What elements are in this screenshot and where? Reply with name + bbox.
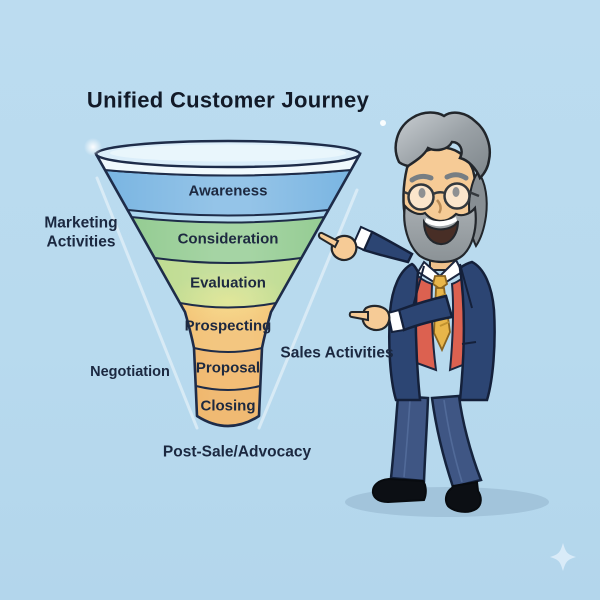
rim-sparkle-icon xyxy=(84,138,102,156)
character-shoes xyxy=(371,477,482,513)
funnel-stage-label-consideration: Consideration xyxy=(177,230,279,248)
character-eyebrows xyxy=(409,172,469,183)
dot-sparkle-icon xyxy=(380,120,386,126)
light-rays xyxy=(95,176,359,430)
character-hair xyxy=(394,111,491,181)
character-legs xyxy=(389,394,483,489)
character-head xyxy=(394,111,491,264)
star-sparkle-icon xyxy=(550,543,576,571)
character-pant-creases xyxy=(403,399,463,483)
funnel-opening-highlight xyxy=(110,144,346,162)
character-upper-finger xyxy=(317,231,340,249)
page-title: Unified Customer Journey xyxy=(86,87,370,113)
funnel-stage-label-proposal: Proposal xyxy=(195,359,261,377)
negotiation-label: Negotiation xyxy=(90,363,170,380)
funnel-outline xyxy=(94,153,362,428)
character-lower-finger xyxy=(348,311,369,322)
character-mouth xyxy=(422,218,459,246)
character-lower-arm xyxy=(348,294,454,334)
character-nose xyxy=(436,199,442,214)
character-lapels xyxy=(411,263,477,345)
post-sale-advocacy-label: Post-Sale/Advocacy xyxy=(162,443,312,461)
character-illustration xyxy=(317,111,549,517)
sales-activities-label: Sales Activities xyxy=(280,344,394,362)
marketing-activities-label: Marketing Activities xyxy=(44,214,118,251)
character-upper-arm xyxy=(317,225,414,264)
glasses-icon xyxy=(403,182,480,211)
funnel-stage-label-awareness: Awareness xyxy=(188,182,268,200)
funnel-stage-label-evaluation: Evaluation xyxy=(190,274,266,292)
funnel-stage-label-prospecting: Prospecting xyxy=(184,317,272,335)
funnel-stage-label-closing: Closing xyxy=(200,397,256,415)
character-teeth xyxy=(425,217,457,227)
